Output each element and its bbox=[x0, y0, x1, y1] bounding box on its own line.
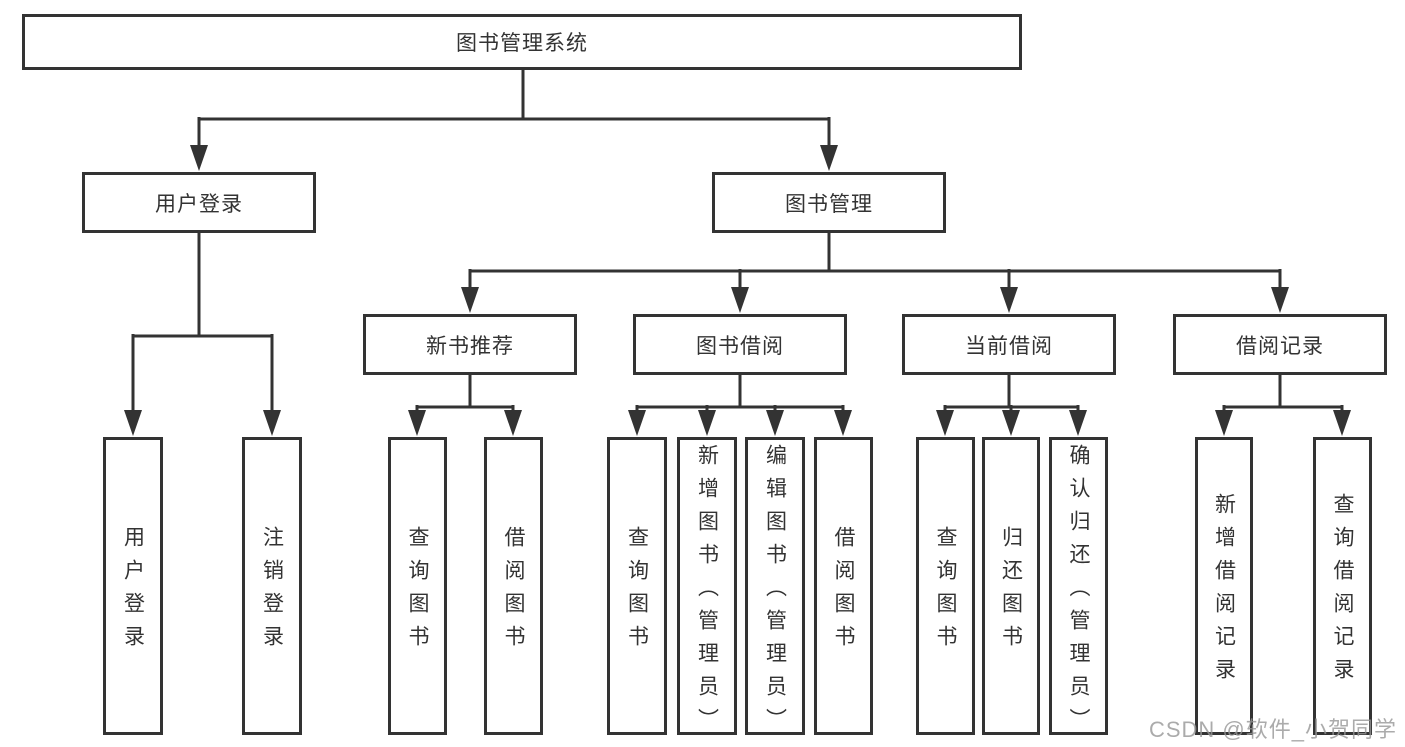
arrowhead bbox=[263, 410, 281, 436]
node-borrow-books-borrowing-label: 借阅图书 bbox=[832, 526, 855, 658]
node-current-borrowing-label: 当前借阅 bbox=[965, 334, 1053, 358]
arrowhead bbox=[628, 410, 646, 436]
node-logout-label: 注销登录 bbox=[260, 526, 284, 658]
node-current-borrowing: 当前借阅 bbox=[902, 314, 1116, 375]
node-query-borrow-record-label: 查询借阅记录 bbox=[1331, 493, 1354, 691]
arrowhead bbox=[834, 410, 852, 436]
node-book-management-label: 图书管理 bbox=[785, 192, 873, 216]
arrowhead bbox=[1215, 410, 1233, 436]
node-book-management: 图书管理 bbox=[712, 172, 946, 233]
watermark: CSDN @软件_小贺同学 bbox=[1148, 717, 1397, 742]
node-query-books-recommend-label: 查询图书 bbox=[406, 526, 429, 658]
arrowhead bbox=[408, 410, 426, 436]
arrowhead bbox=[731, 287, 749, 313]
node-borrow-books-recommend: 借阅图书 bbox=[484, 437, 543, 735]
node-book-borrowing-label: 图书借阅 bbox=[696, 334, 784, 358]
node-root-label: 图书管理系统 bbox=[456, 32, 588, 55]
node-book-borrowing: 图书借阅 bbox=[633, 314, 847, 375]
node-add-books-admin: 新增图书（管理员） bbox=[677, 437, 737, 741]
node-add-borrow-record-label: 新增借阅记录 bbox=[1212, 493, 1236, 691]
node-confirm-return-admin-label: 确认归还（管理员） bbox=[1067, 443, 1090, 741]
node-borrow-books-borrowing: 借阅图书 bbox=[814, 437, 873, 735]
node-return-books: 归还图书 bbox=[982, 437, 1040, 735]
node-user-login: 用户登录 bbox=[103, 437, 163, 735]
arrowhead bbox=[1333, 410, 1351, 436]
arrowhead bbox=[1002, 410, 1020, 436]
node-query-books-current: 查询图书 bbox=[916, 437, 975, 735]
node-logout: 注销登录 bbox=[242, 437, 302, 735]
node-query-books-current-label: 查询图书 bbox=[934, 526, 957, 658]
node-query-books-recommend: 查询图书 bbox=[388, 437, 447, 735]
node-return-books-label: 归还图书 bbox=[999, 526, 1023, 658]
node-add-borrow-record: 新增借阅记录 bbox=[1195, 437, 1253, 735]
node-borrow-records-label: 借阅记录 bbox=[1236, 334, 1324, 358]
arrowhead bbox=[504, 410, 522, 436]
node-borrow-records: 借阅记录 bbox=[1173, 314, 1387, 375]
node-add-books-admin-label: 新增图书（管理员） bbox=[695, 443, 719, 741]
node-query-books-borrowing: 查询图书 bbox=[607, 437, 667, 735]
node-user-login-branch-label: 用户登录 bbox=[155, 192, 243, 216]
arrowhead bbox=[190, 145, 208, 171]
arrowhead bbox=[936, 410, 954, 436]
node-query-books-borrowing-label: 查询图书 bbox=[625, 526, 649, 658]
arrowhead bbox=[1069, 410, 1087, 436]
arrowhead bbox=[1271, 287, 1289, 313]
node-new-book-recommend: 新书推荐 bbox=[363, 314, 577, 375]
node-root: 图书管理系统 bbox=[22, 14, 1022, 70]
arrowhead bbox=[820, 145, 838, 171]
node-new-book-recommend-label: 新书推荐 bbox=[426, 334, 514, 358]
node-edit-books-admin-label: 编辑图书（管理员） bbox=[763, 443, 787, 741]
arrowhead bbox=[1000, 287, 1018, 313]
arrowhead bbox=[461, 287, 479, 313]
node-edit-books-admin: 编辑图书（管理员） bbox=[745, 437, 805, 741]
node-borrow-books-recommend-label: 借阅图书 bbox=[502, 526, 525, 658]
node-confirm-return-admin: 确认归还（管理员） bbox=[1049, 437, 1108, 741]
node-user-login-label: 用户登录 bbox=[121, 526, 145, 658]
node-user-login-branch: 用户登录 bbox=[82, 172, 316, 233]
node-query-borrow-record: 查询借阅记录 bbox=[1313, 437, 1372, 735]
arrowhead bbox=[124, 410, 142, 436]
arrowhead bbox=[698, 410, 716, 436]
arrowhead bbox=[766, 410, 784, 436]
